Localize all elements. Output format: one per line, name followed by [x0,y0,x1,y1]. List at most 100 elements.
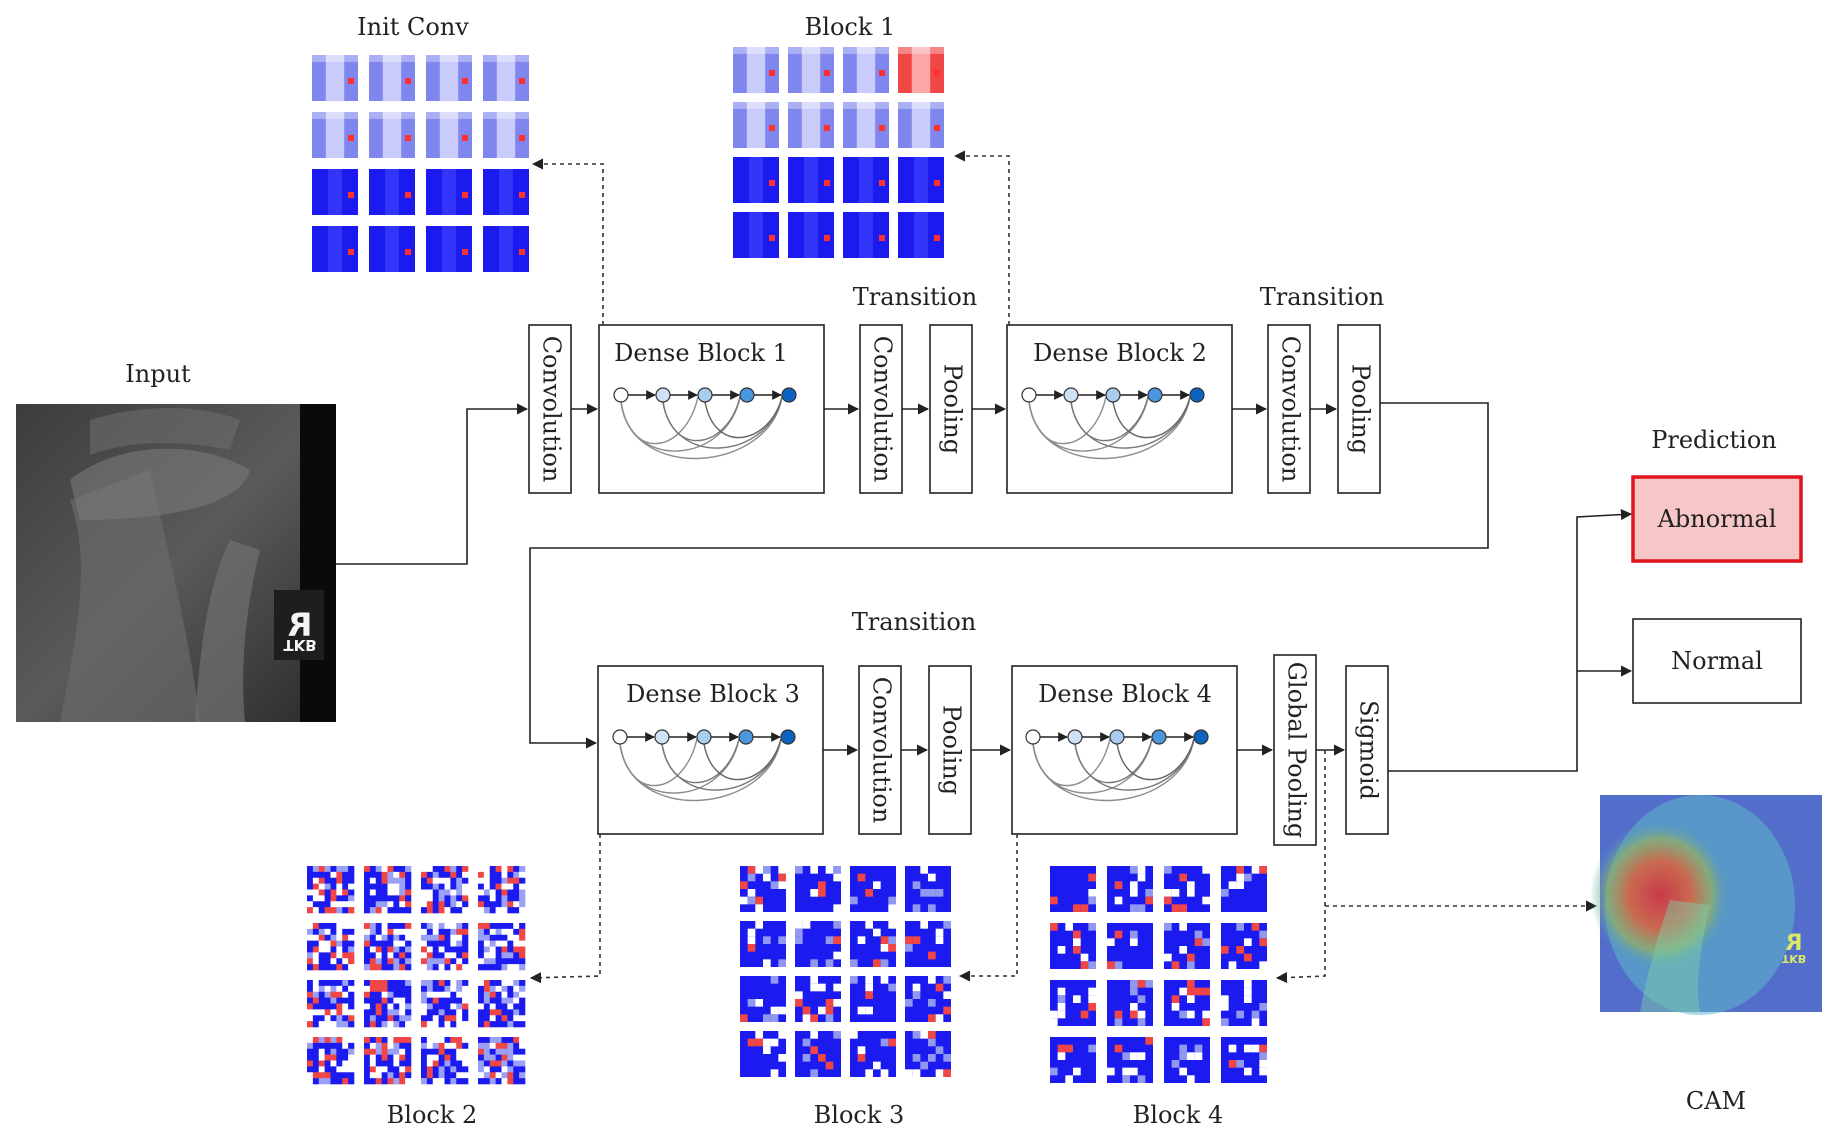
feature-map-tile [312,55,358,101]
feature-map-tile [905,921,951,967]
feature-map-tile [843,102,889,148]
pooling-layer-3: Pooling [1337,324,1381,494]
feature-map-tile [733,47,779,93]
feature-map-tile [426,169,472,215]
feature-map-tile [483,112,529,158]
feature-map-tile [795,921,841,967]
dense-block-1: Dense Block 1 [598,324,825,494]
dense-layer-node [655,387,671,403]
feature-map-tile [483,55,529,101]
pooling-label-2: Pooling [939,364,967,454]
normal-output: Normal [1632,618,1802,704]
xray-marker-letter: R [288,606,313,644]
feature-map-dashed-connectors [529,150,1598,984]
feature-map-tile [843,157,889,203]
skip-connection [619,738,782,802]
feature-map-tile [733,157,779,203]
feature-map-tile [1221,923,1267,969]
feature-map-tile [905,1031,951,1077]
transition-label-3: Transition [852,608,976,636]
skip-connection [1116,738,1195,781]
feature-map-tile [364,1037,412,1085]
sigmoid-label: Sigmoid [1355,700,1383,800]
feature-map-tile [364,923,412,971]
feature-map-tile [740,921,786,967]
skip-connection [1028,396,1191,460]
feature-map-tile [421,923,469,971]
feature-map-tile [1050,923,1096,969]
dense-layer-node [1021,387,1037,403]
dense-layer-node [1193,729,1209,745]
block2-label: Block 2 [387,1101,478,1129]
cam-marker-code: TKB [1782,952,1806,965]
dense-block-2-title: Dense Block 2 [1033,339,1207,367]
feature-map-tile [1107,866,1153,912]
dense-layer-node [1151,729,1167,745]
feature-map-tile [307,1037,355,1085]
feature-map-tile [795,866,841,912]
feature-map-tile [740,866,786,912]
feature-map-tile [1221,980,1267,1026]
block1-label: Block 1 [805,13,896,41]
xray-marker-code: TKB [283,636,316,654]
cam-heatmap-image: R TKB [1590,795,1822,1015]
abnormal-label: Abnormal [1657,505,1777,533]
feature-map-tile [1221,866,1267,912]
feature-map-tile [369,55,415,101]
dense-layer-node [781,387,797,403]
skip-connection [620,396,783,460]
dense-layer-node [696,729,712,745]
cam-marker-letter: R [1785,931,1802,956]
feature-map-tile [733,212,779,258]
feature-map-tile [307,923,355,971]
feature-map-tile [1164,980,1210,1026]
feature-map-tile [1107,1037,1153,1083]
feature-map-tile [1164,866,1210,912]
feature-map-tile [478,923,526,971]
feature-map-tile [426,226,472,272]
convolution-label-4: Convolution [868,677,896,824]
dense-layer-node [697,387,713,403]
dense-layer-node [613,387,629,403]
dense-block-3: Dense Block 3 [597,665,824,835]
feature-map-tile [426,55,472,101]
convolution-layer-4: Convolution [858,665,902,835]
block1-feature-maps [733,47,944,258]
feature-map-tile [788,212,834,258]
feature-map-tile [1164,1037,1210,1083]
feature-map-tile [421,980,469,1028]
dense-block-1-title: Dense Block 1 [614,339,788,367]
convolution-label-3: Convolution [1277,336,1305,483]
feature-map-tile [364,866,412,914]
dense-layer-node [1105,387,1121,403]
feature-map-tile [850,866,896,912]
feature-map-tile [1050,1037,1096,1083]
dense-layer-node [1109,729,1125,745]
feature-map-tile [898,157,944,203]
feature-map-tile [843,212,889,258]
skip-connection [703,738,782,781]
dense-connectivity-icon [613,387,797,460]
dense-layer-node [1063,387,1079,403]
feature-map-tile [307,866,355,914]
dense-layer-node [780,729,796,745]
skip-connection [704,396,783,439]
block4-feature-maps [1050,866,1267,1083]
sigmoid-layer: Sigmoid [1345,665,1389,835]
feature-map-tile [788,157,834,203]
skip-connection [1074,738,1195,791]
feature-map-tile [312,169,358,215]
convolution-label-2: Convolution [869,336,897,483]
pooling-label-3: Pooling [1347,364,1375,454]
cam-label: CAM [1686,1087,1746,1115]
dense-connectivity-icon [1025,729,1209,802]
dense-layer-node [612,729,628,745]
feature-map-tile [850,1031,896,1077]
dense-block-3-title: Dense Block 3 [626,680,800,708]
feature-map-tile [1221,1037,1267,1083]
feature-map-tile [421,1037,469,1085]
block4-label: Block 4 [1133,1101,1224,1129]
feature-map-tile [788,47,834,93]
input-xray-image: R TKB [16,404,336,722]
dense-layer-node [1067,729,1083,745]
